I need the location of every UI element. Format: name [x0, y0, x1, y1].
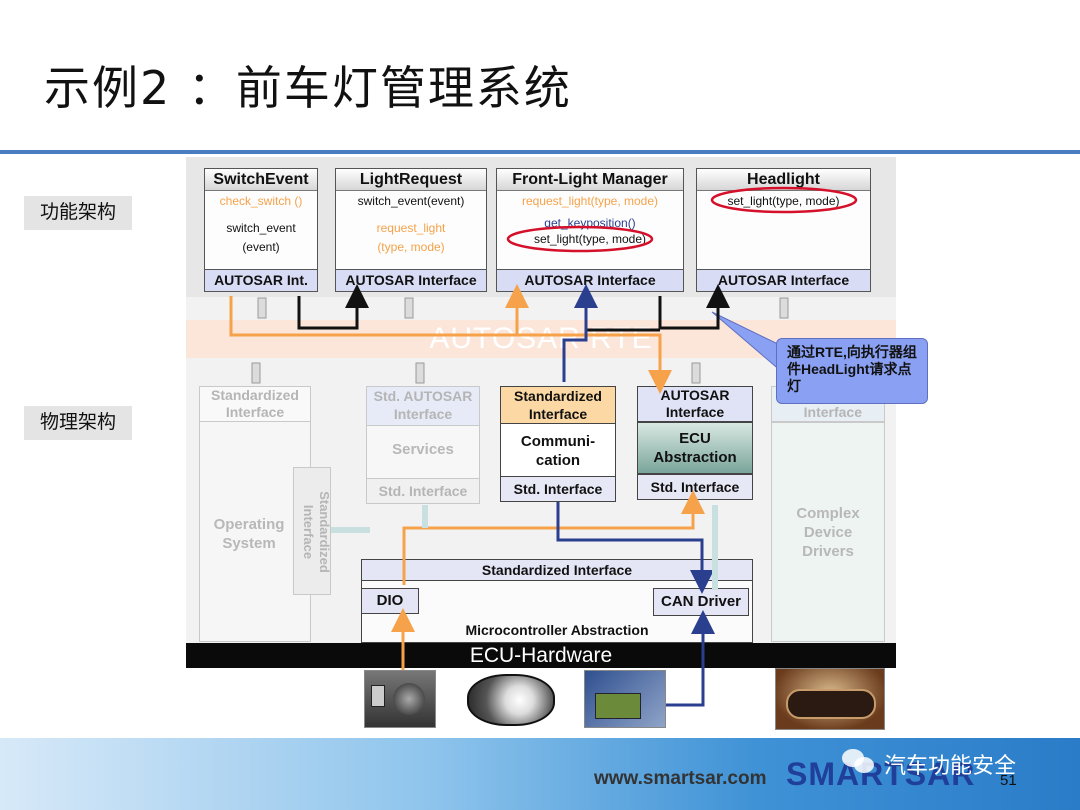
highlight-set-light-manager: [506, 225, 654, 253]
functional-architecture-label: 功能架构: [24, 196, 132, 230]
rte-label: AUTOSAR RTE: [429, 322, 653, 355]
complex-body: [771, 422, 885, 642]
highlight-set-light-headlight: [710, 186, 858, 214]
faded-arrows: [251, 297, 789, 384]
standardized-interface-box: Standardized Interface: [199, 386, 311, 422]
orange-connection: [517, 333, 672, 394]
swc-title: LightRequest: [336, 169, 486, 191]
navy-connection: [556, 502, 714, 594]
swc-interface: AUTOSAR Interface: [497, 269, 683, 291]
physical-architecture-label: 物理架构: [24, 406, 132, 440]
swc-function: request_light(type, mode): [521, 194, 659, 208]
swc-function: (event): [242, 240, 280, 254]
can-module-image: [584, 670, 666, 728]
communication-label: Communi-cation: [520, 433, 596, 469]
smartsar-logo: SMARTSAR: [786, 756, 976, 792]
orange-connection: [229, 284, 529, 337]
orange-connection: [402, 490, 705, 585]
std-autosar-interface-box: Std. AUTOSAR Interface: [366, 386, 480, 426]
swc-function: switch_event(event): [357, 194, 465, 208]
light-switch-image: [364, 670, 436, 728]
headlight-image: [463, 666, 559, 732]
swc-function: check_switch (): [219, 194, 303, 208]
callout-pointer: [711, 311, 783, 374]
title-rule: [0, 150, 1080, 154]
footer-url: www.smartsar.com: [594, 768, 767, 789]
ecu-hardware-bar: ECU-Hardware: [186, 643, 896, 668]
watermark-text: 汽车功能安全: [884, 754, 1017, 779]
services-std-interface: Std. Interface: [366, 478, 480, 504]
complex-device-drivers-label: Complex Device Drivers: [796, 505, 860, 560]
navy-connection: [648, 610, 715, 707]
black-connection: [297, 284, 369, 330]
footer-band: [0, 738, 1080, 810]
swc-interface: AUTOSAR Int.: [205, 269, 317, 291]
swc-interface: AUTOSAR Interface: [336, 269, 486, 291]
swc-light-request: LightRequest switch_event(event) request…: [335, 168, 487, 292]
swc-headlight: Headlight set_light(type, mode) AUTOSAR …: [696, 168, 871, 292]
swc-title: Headlight: [697, 169, 870, 191]
operating-system-label: Operating System: [213, 516, 285, 552]
swc-function: set_light(type, mode): [533, 232, 647, 246]
black-connection: [584, 296, 660, 332]
swc-function: set_light(type, mode): [727, 194, 840, 208]
swc-function: request_light: [376, 221, 446, 235]
mcal-label: Microcontroller Abstraction: [465, 622, 649, 638]
can-driver-box: CAN Driver: [653, 588, 749, 616]
services-label: Services: [392, 441, 454, 458]
black-connection: [658, 284, 730, 330]
swc-title: Front-Light Manager: [497, 169, 683, 191]
swc-switch-event: SwitchEvent check_switch () switch_event…: [204, 168, 318, 292]
os-standardized-interface-vertical: Standardized Interface: [293, 467, 332, 595]
navy-connection: [562, 284, 598, 382]
page-number: 51: [1000, 772, 1017, 789]
os-column: [199, 386, 311, 642]
dashboard-image: [775, 668, 885, 730]
wechat-icon: [842, 745, 878, 775]
rte-callout: 通过RTE,向执行器组件HeadLight请求点灯: [776, 338, 928, 404]
ecu-abstraction-label: ECU Abstraction: [637, 422, 753, 474]
swc-title: SwitchEvent: [205, 169, 317, 191]
swc-function: switch_event: [226, 221, 296, 235]
comm-standardized-interface: Standardized Interface: [500, 386, 616, 424]
swc-function: (type, mode): [377, 240, 445, 254]
swc-interface: AUTOSAR Interface: [697, 269, 870, 291]
mcal-standardized-interface: Standardized Interface: [361, 559, 753, 581]
swc-front-light-manager: Front-Light Manager request_light(type, …: [496, 168, 684, 292]
page-title: 示例2 ：前车灯管理系统: [44, 61, 572, 115]
comm-std-interface: Std. Interface: [500, 476, 616, 502]
